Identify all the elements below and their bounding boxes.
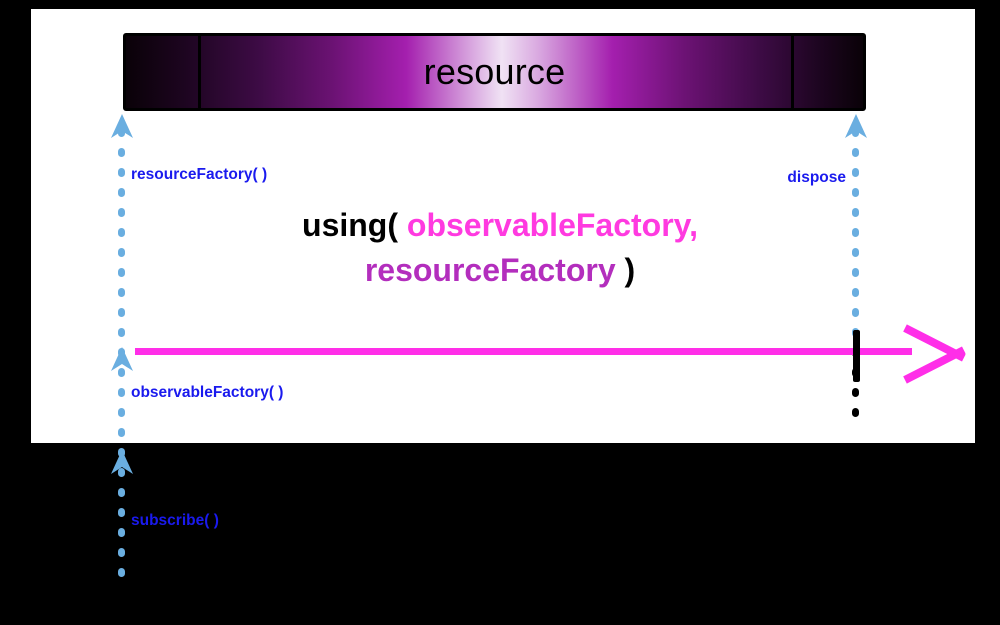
timeline-dot [852, 208, 859, 217]
timeline-dot [118, 228, 125, 237]
timeline-dot [118, 288, 125, 297]
arrow-up-observable-factory [111, 347, 133, 371]
caption-close-paren: ) [624, 252, 636, 288]
arrow-up-dispose [845, 114, 867, 138]
bar-divider-left [198, 36, 201, 108]
timeline-dot [852, 128, 859, 137]
timeline-dot [118, 328, 125, 337]
timeline-dot [118, 208, 125, 217]
caption-comma: , [689, 207, 698, 243]
timeline-dot [118, 468, 125, 477]
timeline-dot [852, 388, 859, 397]
timeline-dot [118, 408, 125, 417]
label-subscribe: subscribe( ) [131, 512, 219, 529]
timeline-dot [852, 168, 859, 177]
timeline-dot [118, 548, 125, 557]
timeline-dot [118, 168, 125, 177]
timeline-dot [118, 508, 125, 517]
caption-resource-factory-token: resourceFactory [364, 252, 616, 288]
dispose-timeline-right [852, 128, 859, 433]
timeline-dot [852, 188, 859, 197]
resource-bar-label: resource [423, 51, 566, 92]
timeline-dot [118, 308, 125, 317]
timeline-dot [118, 268, 125, 277]
caption-line-1: using( observableFactory, [180, 203, 820, 248]
label-observable-factory: observableFactory( ) [131, 384, 284, 401]
timeline-dot [118, 568, 125, 577]
completion-tick [853, 330, 860, 382]
arrow-up-resource-factory [111, 114, 133, 138]
resource-lifetime-bar: resource [123, 33, 866, 111]
caption-line-2: resourceFactory ) [180, 248, 820, 293]
timeline-dot [118, 528, 125, 537]
arrow-up-subscribe [111, 450, 133, 474]
timeline-dot [852, 148, 859, 157]
timeline-dot [852, 248, 859, 257]
label-resource-factory: resourceFactory( ) [131, 166, 268, 183]
timeline-dot [118, 388, 125, 397]
timeline-dot [118, 148, 125, 157]
timeline-dot [118, 128, 125, 137]
timeline-dot [118, 368, 125, 377]
timeline-dot [118, 488, 125, 497]
using-operator-caption: using( observableFactory, resourceFactor… [180, 203, 820, 293]
timeline-dot [852, 308, 859, 317]
timeline-dot [852, 288, 859, 297]
bar-divider-right [791, 36, 794, 108]
timeline-dot [852, 408, 859, 417]
timeline-dot [852, 268, 859, 277]
caption-using-keyword: using( [302, 207, 398, 243]
label-dispose: dispose [787, 169, 846, 186]
timeline-dot [118, 248, 125, 257]
timeline-dot [852, 228, 859, 237]
timeline-dot [118, 188, 125, 197]
observable-emission-line [135, 348, 912, 355]
timeline-dot [118, 428, 125, 437]
caption-observable-factory-token: observableFactory [406, 207, 690, 243]
